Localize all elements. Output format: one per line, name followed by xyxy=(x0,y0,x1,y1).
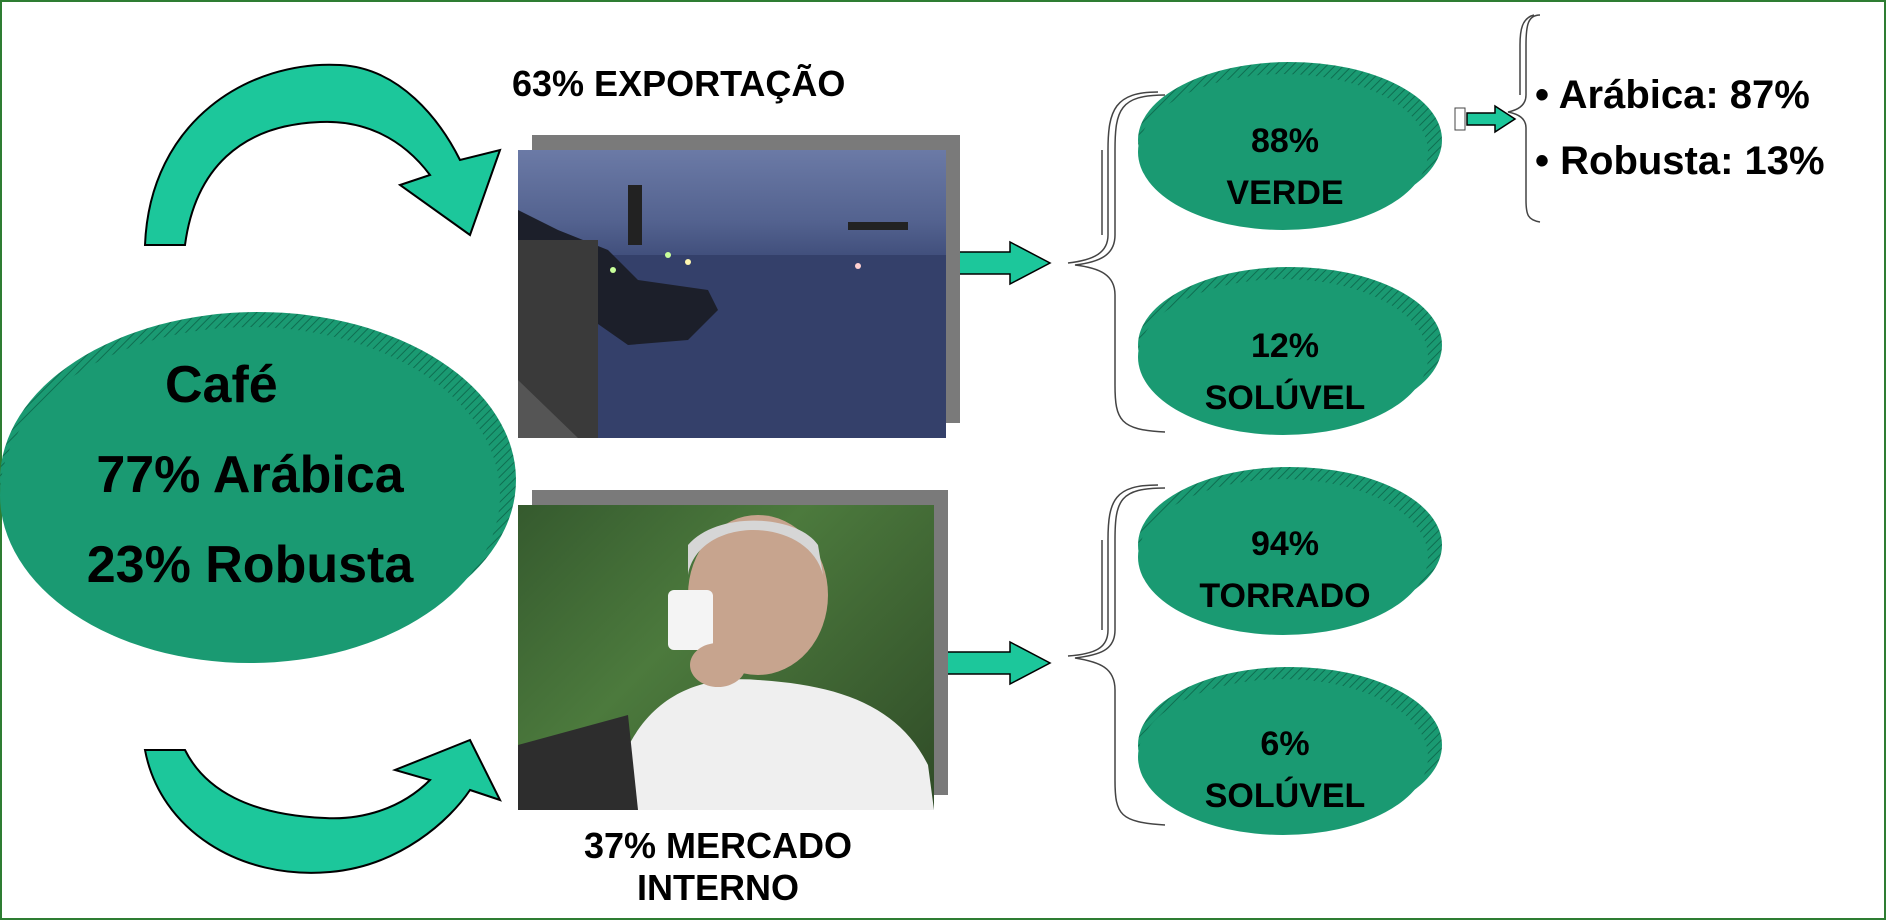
domestic-label-line1: 37% MERCADO xyxy=(583,825,853,866)
solúvel-export-name: SOLÚVEL xyxy=(1204,379,1366,417)
solúvel-domestic-name: SOLÚVEL xyxy=(1204,777,1366,815)
brace-domestic xyxy=(1067,484,1166,826)
torrado-name: TORRADO xyxy=(1199,577,1371,615)
solúvel-export-ellipse xyxy=(1138,279,1428,435)
ship-photo xyxy=(518,150,946,438)
solúvel-export-percent: 12% xyxy=(1250,327,1320,365)
brace-export xyxy=(1067,91,1166,433)
export-label: 63% EXPORTAÇÃO xyxy=(512,63,846,104)
verde-name: VERDE xyxy=(1226,174,1344,212)
verde-percent: 88% xyxy=(1250,122,1320,160)
arrow-to-verde-breakdown xyxy=(1454,104,1517,134)
brace-verde xyxy=(1507,14,1541,223)
cafe-label-block: Café 77% Arábica 23% Robusta xyxy=(0,340,500,610)
cafe-arabica-share: 77% Arábica xyxy=(96,446,404,504)
man-drinking-coffee-photo xyxy=(518,505,934,810)
torrado-ellipse xyxy=(1138,479,1428,635)
torrado-percent: 94% xyxy=(1250,525,1320,563)
cafe-title: Café xyxy=(165,356,278,414)
arrow-to-domestic-branches xyxy=(929,640,1052,686)
cafe-robusta-share: 23% Robusta xyxy=(86,536,414,594)
solúvel-export-label: 12% SOLÚVEL xyxy=(1165,320,1405,424)
verde-label: 88% VERDE xyxy=(1165,115,1405,219)
verde-breakdown-robusta: • Robusta: 13% xyxy=(1535,139,1825,183)
domestic-label-line2: INTERNO xyxy=(637,867,799,908)
solúvel-domestic-percent: 6% xyxy=(1260,725,1310,763)
verde-ellipse xyxy=(1138,74,1428,230)
cafe-ellipse xyxy=(0,327,500,663)
torrado-label: 94% TORRADO xyxy=(1165,518,1405,622)
verde-breakdown-arabica: • Arábica: 87% xyxy=(1535,73,1810,117)
curved-arrow-bottom xyxy=(143,738,502,874)
solúvel-domestic-ellipse xyxy=(1138,679,1428,835)
domestic-label: 37% MERCADO INTERNO xyxy=(553,825,883,909)
verde-breakdown-list: • Arábica: 87% • Robusta: 13% xyxy=(1535,62,1825,194)
curved-arrow-top xyxy=(143,63,502,246)
solúvel-domestic-label: 6% SOLÚVEL xyxy=(1165,718,1405,822)
